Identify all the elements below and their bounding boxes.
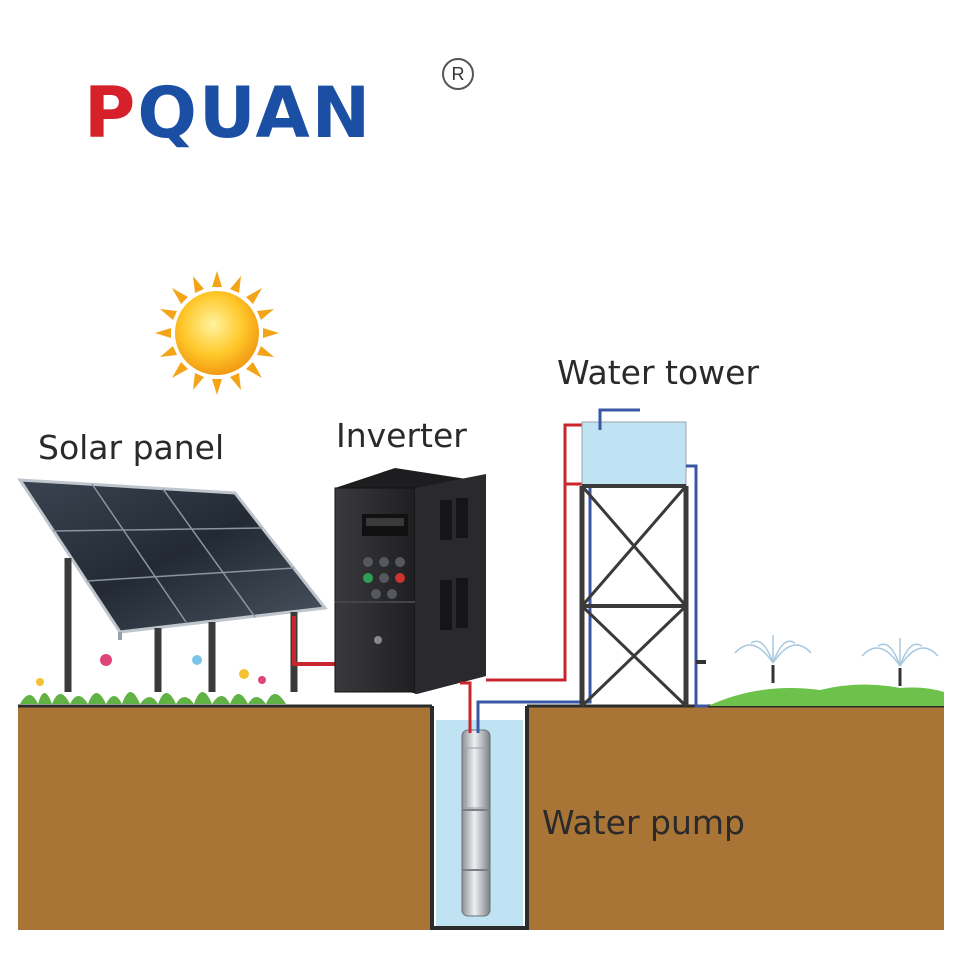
- sprinkler-icon: [862, 638, 938, 686]
- solar-panel-label: Solar panel: [38, 428, 224, 467]
- sun-icon: [155, 271, 279, 395]
- grass-left: [20, 654, 286, 704]
- inverter-drive: [335, 468, 486, 694]
- control-cable-red: [486, 425, 588, 680]
- water-tower: [582, 410, 708, 706]
- solar-panel: [20, 480, 325, 692]
- submersible-pump: [462, 730, 490, 916]
- sprinkler-icon: [735, 635, 811, 683]
- inverter-label: Inverter: [336, 416, 467, 455]
- dc-cable: [294, 616, 340, 664]
- water-pump-label: Water pump: [542, 803, 745, 842]
- water-tower-label: Water tower: [557, 353, 759, 392]
- grass-right: [708, 684, 944, 706]
